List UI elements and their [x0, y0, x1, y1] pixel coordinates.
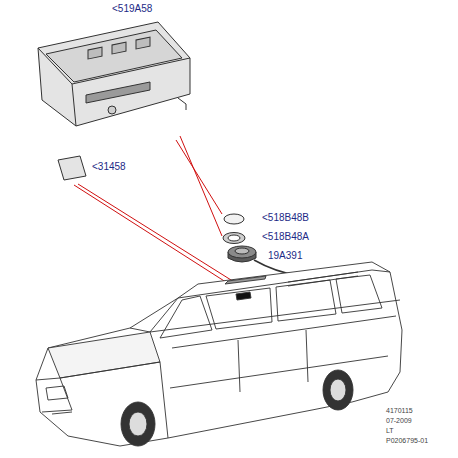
overhead-console [38, 22, 190, 126]
region-code: LT [386, 426, 394, 435]
reference-number: 4170115 [386, 406, 413, 415]
callout-number: <518B48A [262, 231, 309, 243]
gasket [223, 233, 245, 244]
pad [58, 156, 86, 180]
date-code: 07-2009 [386, 416, 412, 425]
vehicle [36, 262, 402, 446]
disc [224, 214, 244, 224]
callout-number: <31458 [92, 161, 126, 173]
callout-number: <518B48B [262, 212, 309, 224]
callout-number: 19A391 [268, 250, 302, 262]
callout-number: <519A58 [112, 3, 152, 15]
drawing-number: P0206795-01 [386, 436, 428, 445]
leader-lines [74, 136, 247, 293]
